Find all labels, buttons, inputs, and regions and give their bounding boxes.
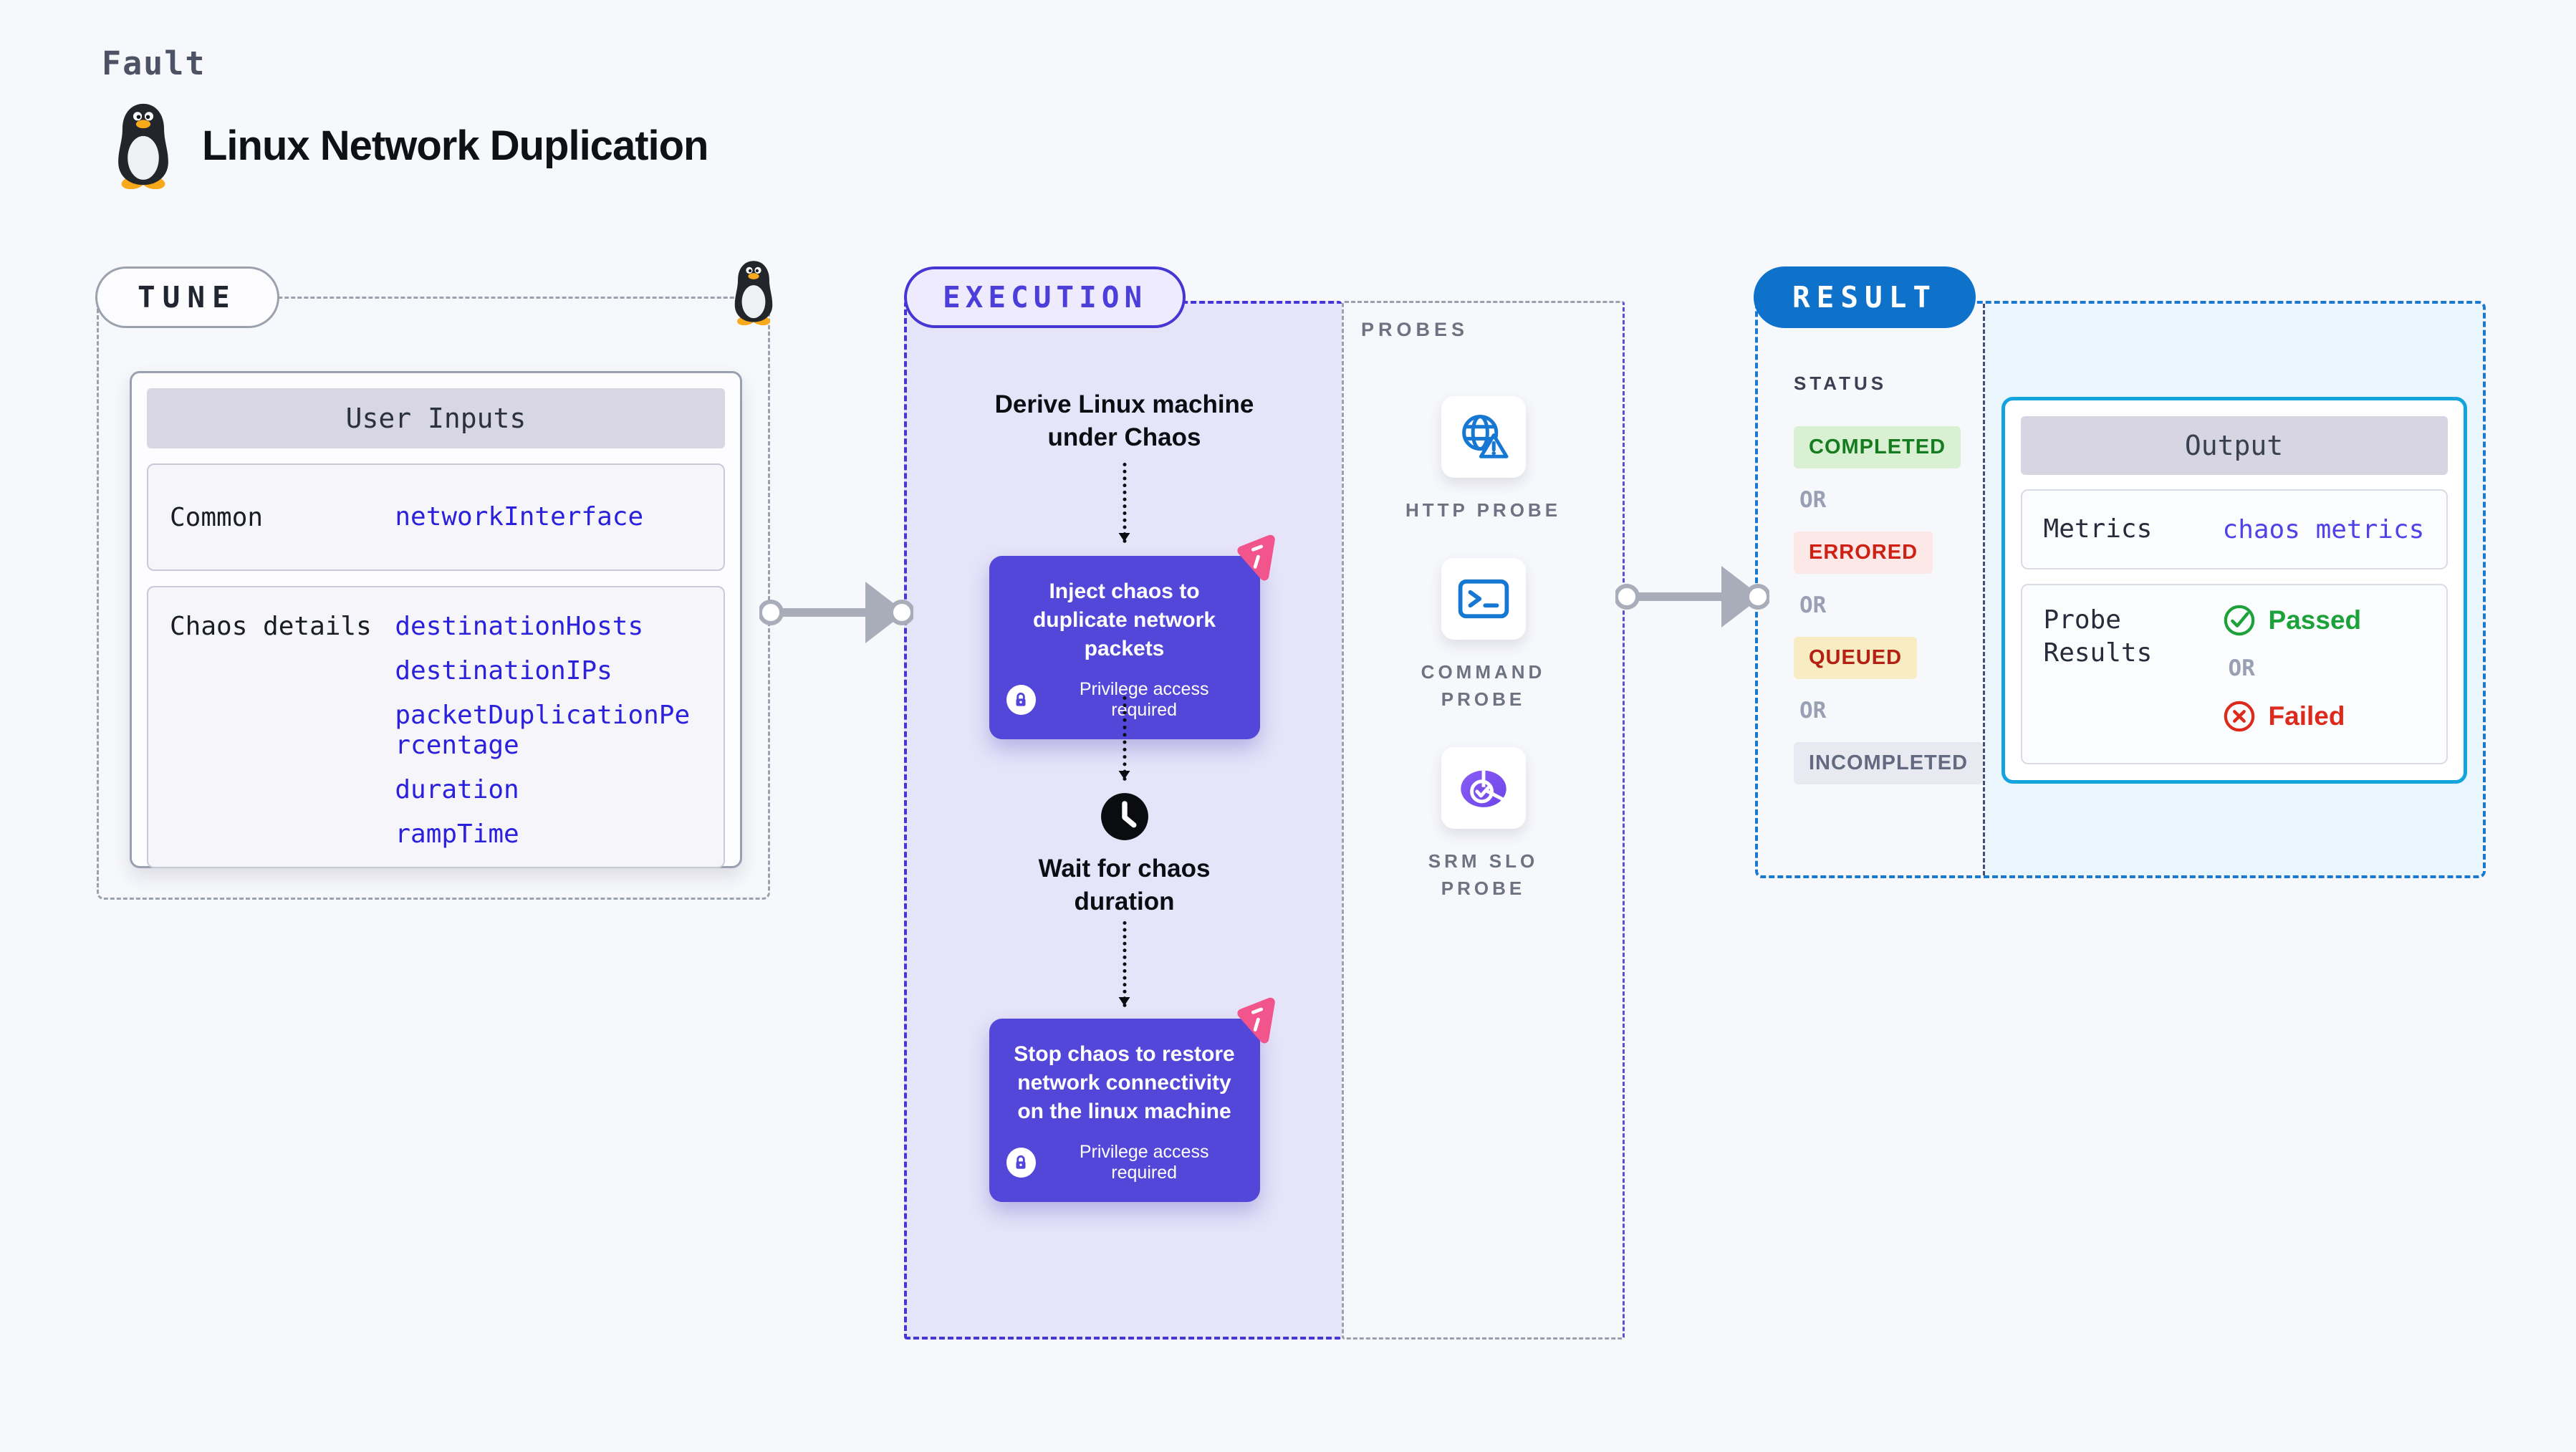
input-value: destinationHosts: [395, 612, 644, 641]
lock-icon: [1006, 1148, 1036, 1178]
step-wait-label: Wait for chaos duration: [1038, 855, 1211, 915]
linux-tux-icon: [106, 102, 181, 189]
flow-connector-arrow: [1118, 463, 1130, 543]
output-card: Output Metrics chaos metrics Probe Resul…: [2001, 397, 2467, 784]
privilege-note-label: Privilege access required: [1079, 679, 1209, 720]
flow-connector-arrow: [1118, 921, 1130, 1007]
status-badge-completed: COMPLETED: [1794, 426, 1961, 468]
flow-connector-arrow: [1118, 696, 1130, 781]
lock-icon: [1006, 685, 1036, 715]
status-column: STATUS COMPLETED OR ERRORED OR QUEUED OR…: [1758, 304, 1984, 875]
probe-card: [1441, 396, 1526, 478]
page-title-row: Linux Network Duplication: [106, 102, 708, 189]
failed-label: Failed: [2268, 701, 2345, 731]
input-value: packetDuplicationPercentage: [395, 701, 691, 760]
wait-clock-icon: [1100, 792, 1149, 841]
probe-card: [1441, 558, 1526, 640]
input-row-label: Common: [170, 502, 264, 532]
slo-pie-icon: [1456, 760, 1512, 816]
probe-item-http: HTTP PROBE: [1369, 396, 1598, 524]
privilege-note: Privilege access required: [1006, 679, 1243, 721]
tune-to-execution-arrow: [759, 566, 913, 659]
output-area: Output Metrics chaos metrics Probe Resul…: [1983, 304, 2483, 875]
input-value: duration: [395, 775, 519, 804]
input-row-chaos-details: Chaos details destinationHosts destinati…: [147, 586, 725, 868]
check-circle-icon: [2223, 604, 2256, 637]
fault-kicker: Fault: [102, 44, 206, 82]
input-value: destinationIPs: [395, 656, 612, 686]
terminal-icon: [1457, 578, 1510, 620]
step-derive-label: Derive Linux machine under Chaos: [994, 390, 1254, 451]
input-row-label: Chaos details: [170, 612, 372, 641]
stop-chaos-label: Stop chaos to restore network connectivi…: [1014, 1042, 1235, 1123]
execution-section: Derive Linux machine under Chaos Inject …: [904, 301, 1342, 1340]
user-inputs-header: User Inputs: [147, 388, 725, 448]
privilege-note-label: Privilege access required: [1079, 1142, 1209, 1183]
chaos-logo-icon: [1233, 534, 1282, 583]
tune-badge: TUNE: [95, 266, 279, 328]
tune-section: [97, 297, 770, 900]
status-badge-incompleted: INCOMPLETED: [1794, 742, 1984, 784]
probe-results-label: Probe Results: [2043, 605, 2153, 668]
result-section: STATUS COMPLETED OR ERRORED OR QUEUED OR…: [1755, 301, 2486, 878]
linux-tux-icon-small: [728, 259, 779, 325]
x-circle-icon: [2223, 700, 2256, 733]
metrics-label: Metrics: [2043, 514, 2153, 544]
output-header: Output: [2020, 416, 2448, 475]
status-badge-errored: ERRORED: [1794, 532, 1933, 574]
metrics-row: Metrics chaos metrics: [2020, 489, 2448, 569]
execution-to-result-arrow: [1615, 550, 1769, 643]
execution-badge: EXECUTION: [904, 266, 1186, 328]
probe-name: HTTP PROBE: [1405, 499, 1562, 521]
user-inputs-card: User Inputs Common networkInterface Chao…: [130, 371, 742, 868]
inject-chaos-label: Inject chaos to duplicate network packet…: [1032, 580, 1216, 660]
probe-name: SRM SLO PROBE: [1428, 850, 1539, 899]
probe-result-failed: Failed: [2223, 700, 2362, 733]
stop-chaos-step: Stop chaos to restore network connectivi…: [989, 1019, 1260, 1202]
result-badge: RESULT: [1754, 266, 1976, 328]
probe-results-row: Probe Results Passed OR Failed: [2020, 584, 2448, 764]
globe-alert-icon: [1456, 410, 1511, 464]
input-value: networkInterface: [395, 502, 644, 532]
input-value: rampTime: [395, 819, 519, 849]
or-separator: OR: [2228, 655, 2255, 681]
probe-item-command: COMMAND PROBE: [1398, 558, 1570, 713]
metrics-value: chaos metrics: [2222, 514, 2425, 544]
probes-label: PROBES: [1361, 319, 1469, 340]
probe-result-passed: Passed: [2223, 604, 2362, 637]
probes-section: PROBES HTTP PROBE COMMAND PROBE SRM SLO …: [1342, 301, 1625, 1340]
probe-item-srm-slo: SRM SLO PROBE: [1398, 747, 1570, 902]
or-separator: OR: [1799, 487, 1827, 513]
status-badge-queued: QUEUED: [1794, 637, 1918, 679]
passed-label: Passed: [2268, 605, 2362, 635]
probe-name: COMMAND PROBE: [1421, 661, 1546, 710]
privilege-note: Privilege access required: [1006, 1142, 1243, 1183]
or-separator: OR: [1799, 698, 1827, 723]
or-separator: OR: [1799, 592, 1827, 618]
page-title: Linux Network Duplication: [202, 122, 708, 169]
status-label: STATUS: [1794, 372, 1888, 394]
probe-card: [1441, 747, 1526, 829]
input-row-common: Common networkInterface: [147, 463, 725, 571]
chaos-logo-icon: [1233, 997, 1282, 1046]
